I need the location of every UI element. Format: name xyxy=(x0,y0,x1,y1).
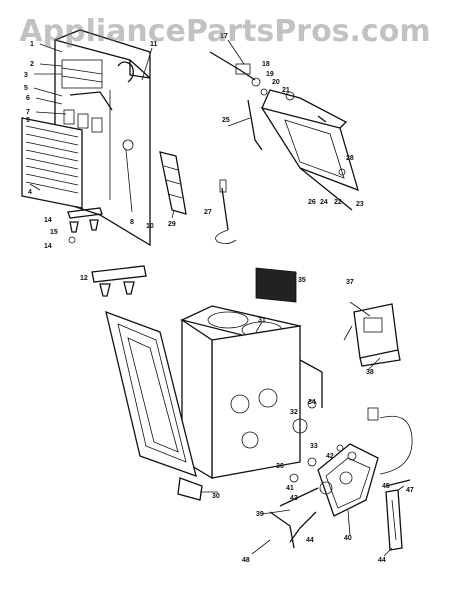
callout-1: 1 xyxy=(30,41,34,48)
bracket-38 xyxy=(343,303,401,367)
callout-5: 5 xyxy=(24,85,28,92)
callout-42: 42 xyxy=(326,453,334,460)
callout-8: 8 xyxy=(130,219,134,226)
callout-21: 21 xyxy=(282,87,290,94)
callout-31: 31 xyxy=(258,317,266,324)
callout-23: 23 xyxy=(356,201,364,208)
callout-36: 36 xyxy=(276,463,284,470)
callout-38: 38 xyxy=(366,369,374,376)
front-grille xyxy=(21,117,83,209)
callout-7: 7 xyxy=(26,109,30,116)
bracket-44 xyxy=(385,479,411,551)
callout-45: 45 xyxy=(382,483,390,490)
callout-35: 35 xyxy=(298,277,306,284)
callout-9: 9 xyxy=(26,117,30,124)
callout-6: 6 xyxy=(26,95,30,102)
callout-10: 10 xyxy=(146,223,154,230)
leader-lines xyxy=(29,39,405,557)
callout-44b: 44 xyxy=(378,557,386,564)
callout-15: 15 xyxy=(50,229,58,236)
callout-41: 41 xyxy=(286,485,294,492)
burner-bracket xyxy=(209,51,359,211)
callout-14b: 14 xyxy=(44,243,52,250)
callout-2: 2 xyxy=(30,61,34,68)
callout-29: 29 xyxy=(168,221,176,228)
callout-47: 47 xyxy=(406,487,414,494)
callout-25: 25 xyxy=(222,117,230,124)
callout-44a: 44 xyxy=(306,537,314,544)
callout-labels: 1 2 3 5 6 7 9 4 8 10 11 14 15 14 12 17 1… xyxy=(24,33,414,564)
callout-43: 43 xyxy=(290,495,298,502)
callout-26: 26 xyxy=(308,199,316,206)
callout-37: 37 xyxy=(346,279,354,286)
screen-35 xyxy=(255,267,297,303)
callout-27: 27 xyxy=(204,209,212,216)
callout-17: 17 xyxy=(220,33,228,40)
callout-39: 39 xyxy=(256,511,264,518)
callout-4: 4 xyxy=(28,189,32,196)
knob-assembly xyxy=(67,207,103,244)
callout-11: 11 xyxy=(150,41,158,48)
callout-20: 20 xyxy=(272,79,280,86)
bracket-29 xyxy=(159,151,187,215)
rod-48 xyxy=(269,511,295,549)
watermark: AppliancePartsPros.com xyxy=(19,14,431,49)
thermocouple xyxy=(215,179,237,244)
callout-14a: 14 xyxy=(44,217,52,224)
callout-30: 30 xyxy=(212,493,220,500)
callout-28: 28 xyxy=(346,155,354,162)
callout-48: 48 xyxy=(242,557,250,564)
callout-3: 3 xyxy=(24,72,28,79)
callout-22: 22 xyxy=(334,199,342,206)
callout-32: 32 xyxy=(290,409,298,416)
callout-40: 40 xyxy=(344,535,352,542)
door-frame xyxy=(105,310,203,501)
callout-12: 12 xyxy=(80,275,88,282)
callout-33: 33 xyxy=(310,443,318,450)
combustion-chamber xyxy=(180,305,323,480)
callout-24: 24 xyxy=(320,199,328,206)
callout-19: 19 xyxy=(266,71,274,78)
gas-valve xyxy=(279,399,413,543)
bracket-12 xyxy=(91,265,147,297)
callout-34: 34 xyxy=(308,399,316,406)
callout-18: 18 xyxy=(262,61,270,68)
